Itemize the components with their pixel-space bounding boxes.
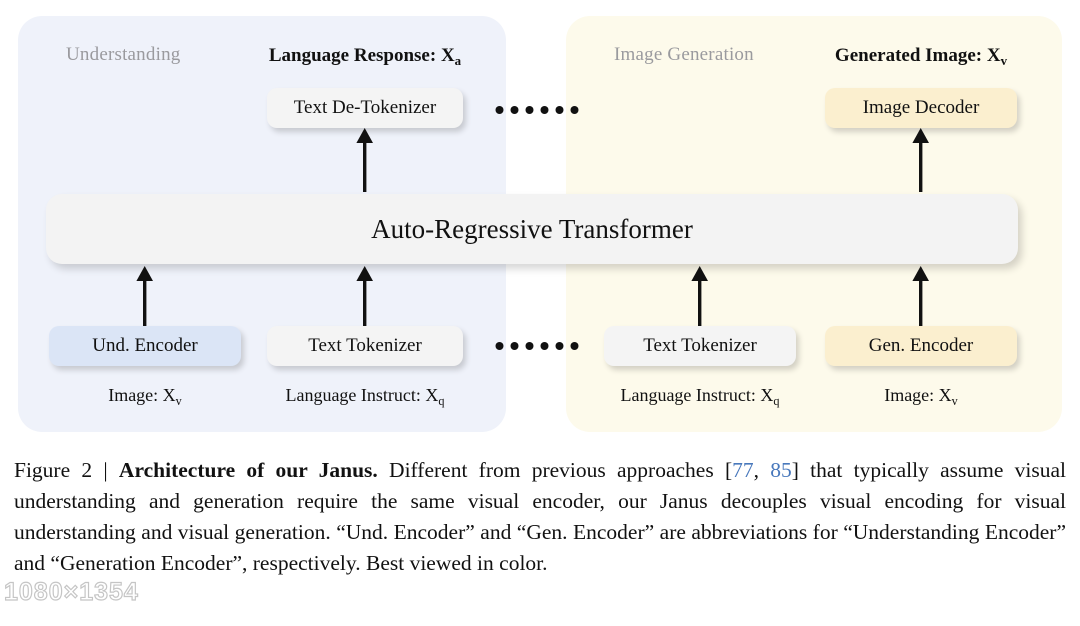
ellipsis-dot — [510, 106, 519, 114]
caption-text-part-1: Different from previous approaches [ — [377, 458, 733, 482]
ellipsis-dot — [495, 342, 504, 350]
label-language-instruct-left-subscript: q — [438, 393, 445, 408]
node-text-tokenizer-right[interactable]: Text Tokenizer — [604, 326, 796, 366]
label-language-response: Language Response: Xa — [268, 45, 462, 68]
caption-citation-separator: , — [753, 458, 771, 482]
label-generated-image-subscript: v — [1000, 52, 1008, 68]
arrow-up-from-und-encoder — [135, 266, 155, 326]
ellipsis-separator-bottom — [495, 342, 579, 350]
arrow-up-from-gen-encoder — [911, 266, 931, 326]
node-text-tokenizer-left[interactable]: Text Tokenizer — [267, 326, 463, 366]
caption-citation-85[interactable]: 85 — [770, 458, 792, 482]
node-text-de-tokenizer[interactable]: Text De-Tokenizer — [267, 88, 463, 128]
caption-citation-77[interactable]: 77 — [732, 458, 754, 482]
label-language-instruct-left-text: Language Instruct: X — [285, 385, 439, 405]
node-gen-encoder[interactable]: Gen. Encoder — [825, 326, 1017, 366]
figure-caption: Figure 2 | Architecture of our Janus. Di… — [14, 455, 1066, 579]
label-generated-image: Generated Image: Xv — [834, 45, 1008, 68]
label-language-instruct-left: Language Instruct: Xq — [285, 385, 445, 408]
label-language-instruct-right-text: Language Instruct: X — [620, 385, 774, 405]
caption-bold-title: Architecture of our Janus. — [118, 458, 378, 482]
ellipsis-dot — [525, 342, 534, 350]
label-image-right: Image: Xv — [884, 385, 958, 408]
label-image-left-text: Image: X — [108, 385, 176, 405]
label-image-left: Image: Xv — [108, 385, 182, 408]
label-language-instruct-right-subscript: q — [773, 393, 780, 408]
label-image-left-subscript: v — [175, 393, 182, 408]
arrow-up-from-text-tokenizer-right — [690, 266, 710, 326]
node-und-encoder[interactable]: Und. Encoder — [49, 326, 241, 366]
label-language-response-subscript: a — [454, 52, 462, 68]
label-language-instruct-right: Language Instruct: Xq — [620, 385, 780, 408]
ellipsis-dot — [525, 106, 534, 114]
label-language-response-text: Language Response: X — [268, 45, 455, 66]
ellipsis-separator-top — [495, 106, 579, 114]
ellipsis-dot — [540, 106, 549, 114]
figure-architecture-diagram: Understanding Image Generation Language … — [18, 16, 1062, 432]
arrow-up-to-text-de-tokenizer — [355, 128, 375, 192]
ellipsis-dot — [495, 106, 504, 114]
panel-title-understanding: Understanding — [66, 44, 181, 65]
node-image-decoder[interactable]: Image Decoder — [825, 88, 1017, 128]
node-auto-regressive-transformer[interactable]: Auto-Regressive Transformer — [46, 194, 1018, 264]
ellipsis-dot — [570, 342, 579, 350]
ellipsis-dot — [570, 106, 579, 114]
label-image-right-subscript: v — [951, 393, 958, 408]
caption-text-part-2: ] that typically assume visual understan… — [14, 458, 1067, 575]
watermark: 1080×1354 — [3, 577, 139, 606]
label-generated-image-text: Generated Image: X — [834, 45, 1001, 66]
ellipsis-dot — [555, 342, 564, 350]
ellipsis-dot — [555, 106, 564, 114]
panel-title-image-generation: Image Generation — [614, 44, 754, 65]
caption-figure-number: Figure 2 | — [14, 458, 119, 482]
ellipsis-dot — [540, 342, 549, 350]
ellipsis-dot — [510, 342, 519, 350]
arrow-up-from-text-tokenizer-left — [355, 266, 375, 326]
label-image-right-text: Image: X — [884, 385, 952, 405]
arrow-up-to-image-decoder — [911, 128, 931, 192]
